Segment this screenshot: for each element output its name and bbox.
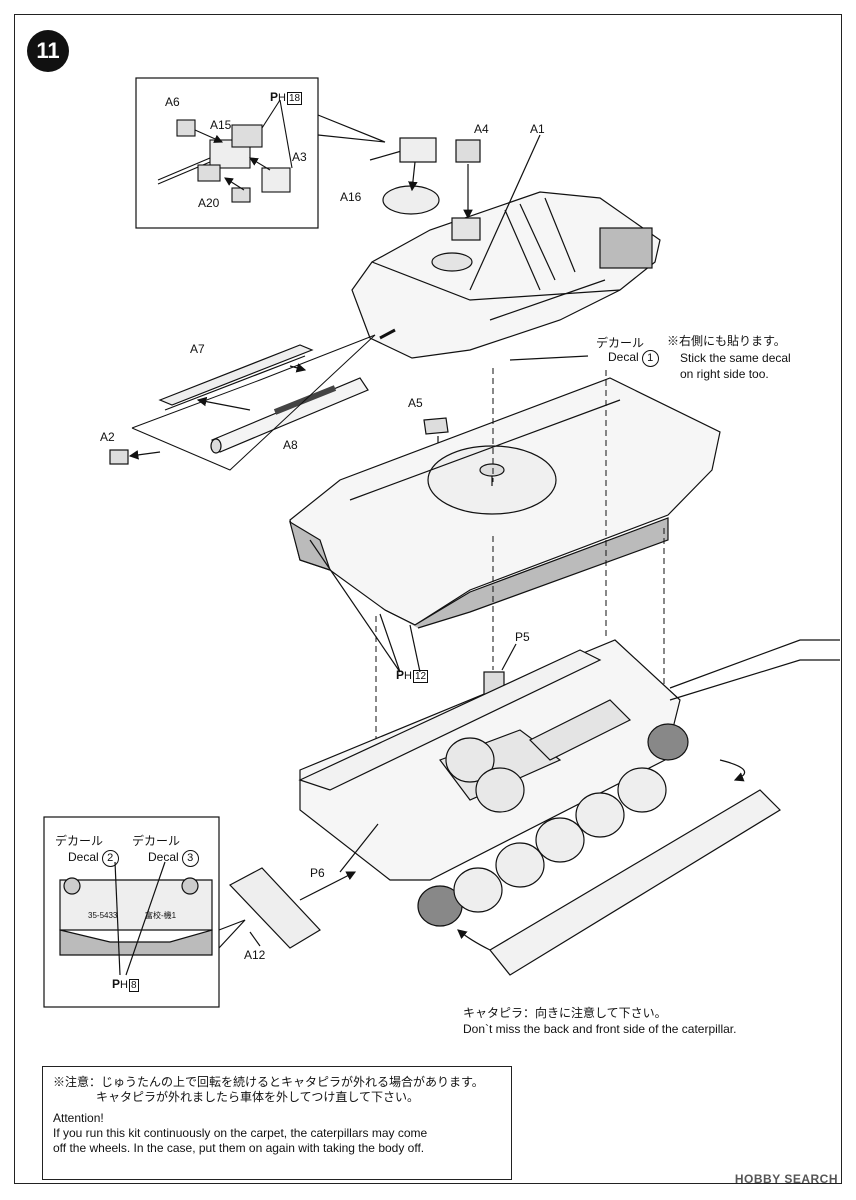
decal1-jp-label: デカール (596, 336, 645, 350)
step-number-badge: 11 (27, 30, 69, 72)
label-part-a7: A7 (190, 342, 205, 356)
decal3-jp-label: デカール (132, 834, 181, 848)
watermark-logo: HOBBY SEARCH (734, 1172, 838, 1186)
decal1-note-jp: ※右側にも貼ります。 (667, 334, 786, 348)
label-part-a15: A15 (210, 118, 232, 132)
label-part-a8: A8 (283, 438, 298, 452)
turret-drawing (351, 191, 661, 359)
attention-line1: If you run this kit continuously on the … (53, 1126, 428, 1140)
attention-line2: off the wheels. In the case, put them on… (53, 1141, 425, 1155)
label-part-a2: A2 (100, 430, 115, 444)
attention-jp-line1: ※注意：じゅうたんの上で回転を続けるとキャタピラが外れる場合があります。 (53, 1075, 484, 1089)
machine-gun-subassembly (157, 99, 293, 203)
attention-jp-line2: キャタピラが外れましたら車体を外してつけ直して下さい。 (96, 1090, 420, 1104)
label-part-p5: P5 (515, 630, 530, 644)
label-part-a5: A5 (408, 396, 423, 410)
hull-upper-drawing (289, 377, 721, 629)
attention-title: Attention! (53, 1111, 104, 1125)
alignment-guides (375, 368, 665, 792)
gun-barrel-assembly (109, 334, 376, 471)
label-part-a4: A4 (474, 122, 489, 136)
caterpillar-note-jp: キャタピラ：向きに注意して下さい。 (463, 1006, 667, 1020)
decal1-note-en2: on right side too. (680, 367, 769, 381)
instruction-sheet-border (14, 14, 842, 1184)
decal1-note-en1: Stick the same decal (680, 351, 791, 365)
plate-code-2: 富校-機1 (145, 911, 177, 920)
label-part-a16: A16 (340, 190, 362, 204)
road-wheels (417, 723, 689, 927)
inset-gun-subassembly-box (135, 77, 319, 229)
caterpillar-note-en: Don`t miss the back and front side of th… (463, 1022, 737, 1036)
plate-code-1: 35-5433 (88, 911, 118, 920)
decal2-jp-label: デカール (55, 834, 104, 848)
label-part-a3: A3 (292, 150, 307, 164)
label-part-p6: P6 (310, 866, 325, 880)
attention-note-box: ※注意：じゅうたんの上で回転を続けるとキャタピラが外れる場合があります。 キャタ… (42, 1066, 512, 1180)
turret-gun-assembly (369, 137, 440, 215)
label-part-a6: A6 (165, 95, 180, 109)
caterpillar-tracks (298, 649, 781, 976)
part-a2-shape (109, 449, 129, 465)
label-part-a1: A1 (530, 122, 545, 136)
label-part-a12: A12 (244, 948, 266, 962)
part-a4-shape (455, 139, 481, 163)
label-part-a20: A20 (198, 196, 220, 210)
